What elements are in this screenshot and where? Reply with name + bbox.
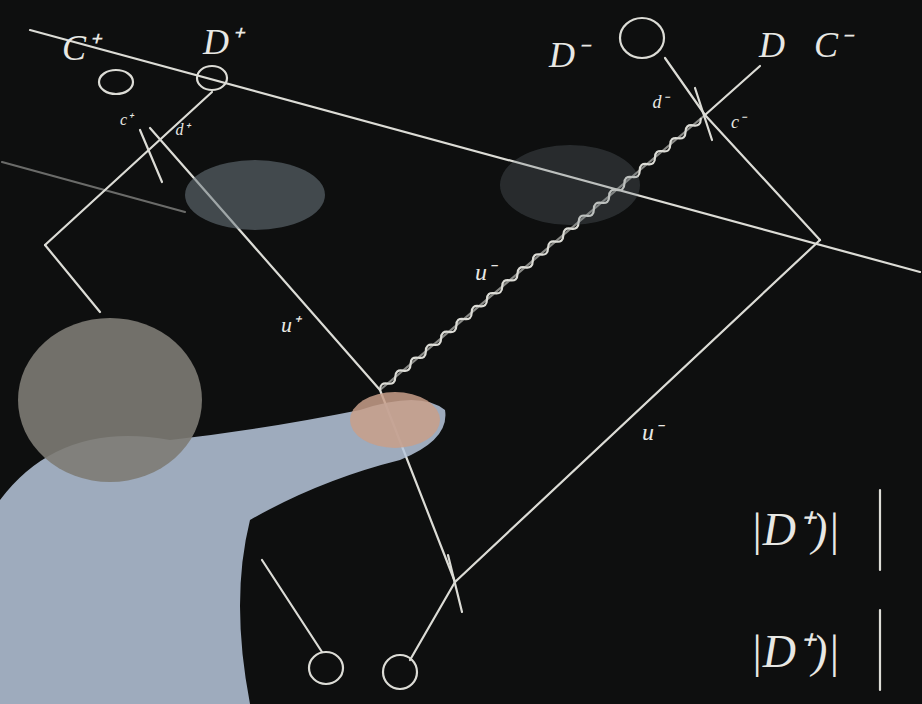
chalk-line [665, 58, 705, 115]
chalk-label: D⁻ [549, 37, 587, 73]
beam-splitter-mark [448, 555, 462, 612]
chalk-label: D⁺ [203, 24, 241, 60]
chalk-label: d⁺ [176, 122, 189, 138]
chalk-line [262, 560, 322, 652]
erased-smudge [185, 160, 325, 230]
detector-circle [620, 18, 664, 58]
detector-circle [309, 652, 343, 684]
chalk-label: u⁺ [281, 314, 299, 336]
chalk-label: |D⁺)| [750, 629, 840, 675]
detector-circle [383, 655, 417, 689]
wavy-beam [378, 117, 703, 393]
chalk-label: |D⁺)| [750, 507, 840, 553]
chalk-label: C⁺ [62, 30, 98, 66]
detector-circle [197, 66, 227, 90]
chalk-line [45, 245, 100, 312]
chalk-line [879, 490, 881, 690]
erased-smudge [500, 145, 640, 225]
chalk-line [410, 582, 455, 660]
chalk-line [705, 115, 820, 240]
beam-splitter-mark [140, 130, 162, 182]
chalk-label: u⁻ [475, 260, 495, 284]
detector-circle [99, 70, 133, 94]
chalk-line [30, 30, 920, 272]
lecturer-hand [350, 392, 440, 448]
chalk-label: c⁺ [120, 112, 132, 128]
beam-splitter-mark [695, 88, 712, 140]
chalk-line [150, 128, 380, 390]
lecturer-head [18, 318, 202, 482]
chalk-line [705, 66, 760, 115]
lecturer [0, 318, 445, 704]
chalk-label: C⁻ [814, 27, 850, 63]
chalk-label: u⁻ [642, 420, 662, 444]
chalk-line [380, 115, 705, 390]
smudge [185, 145, 640, 230]
chalk-label: d⁻ [653, 93, 668, 111]
chalk-label: c⁻ [731, 113, 745, 131]
chalk-label: D [759, 27, 785, 63]
